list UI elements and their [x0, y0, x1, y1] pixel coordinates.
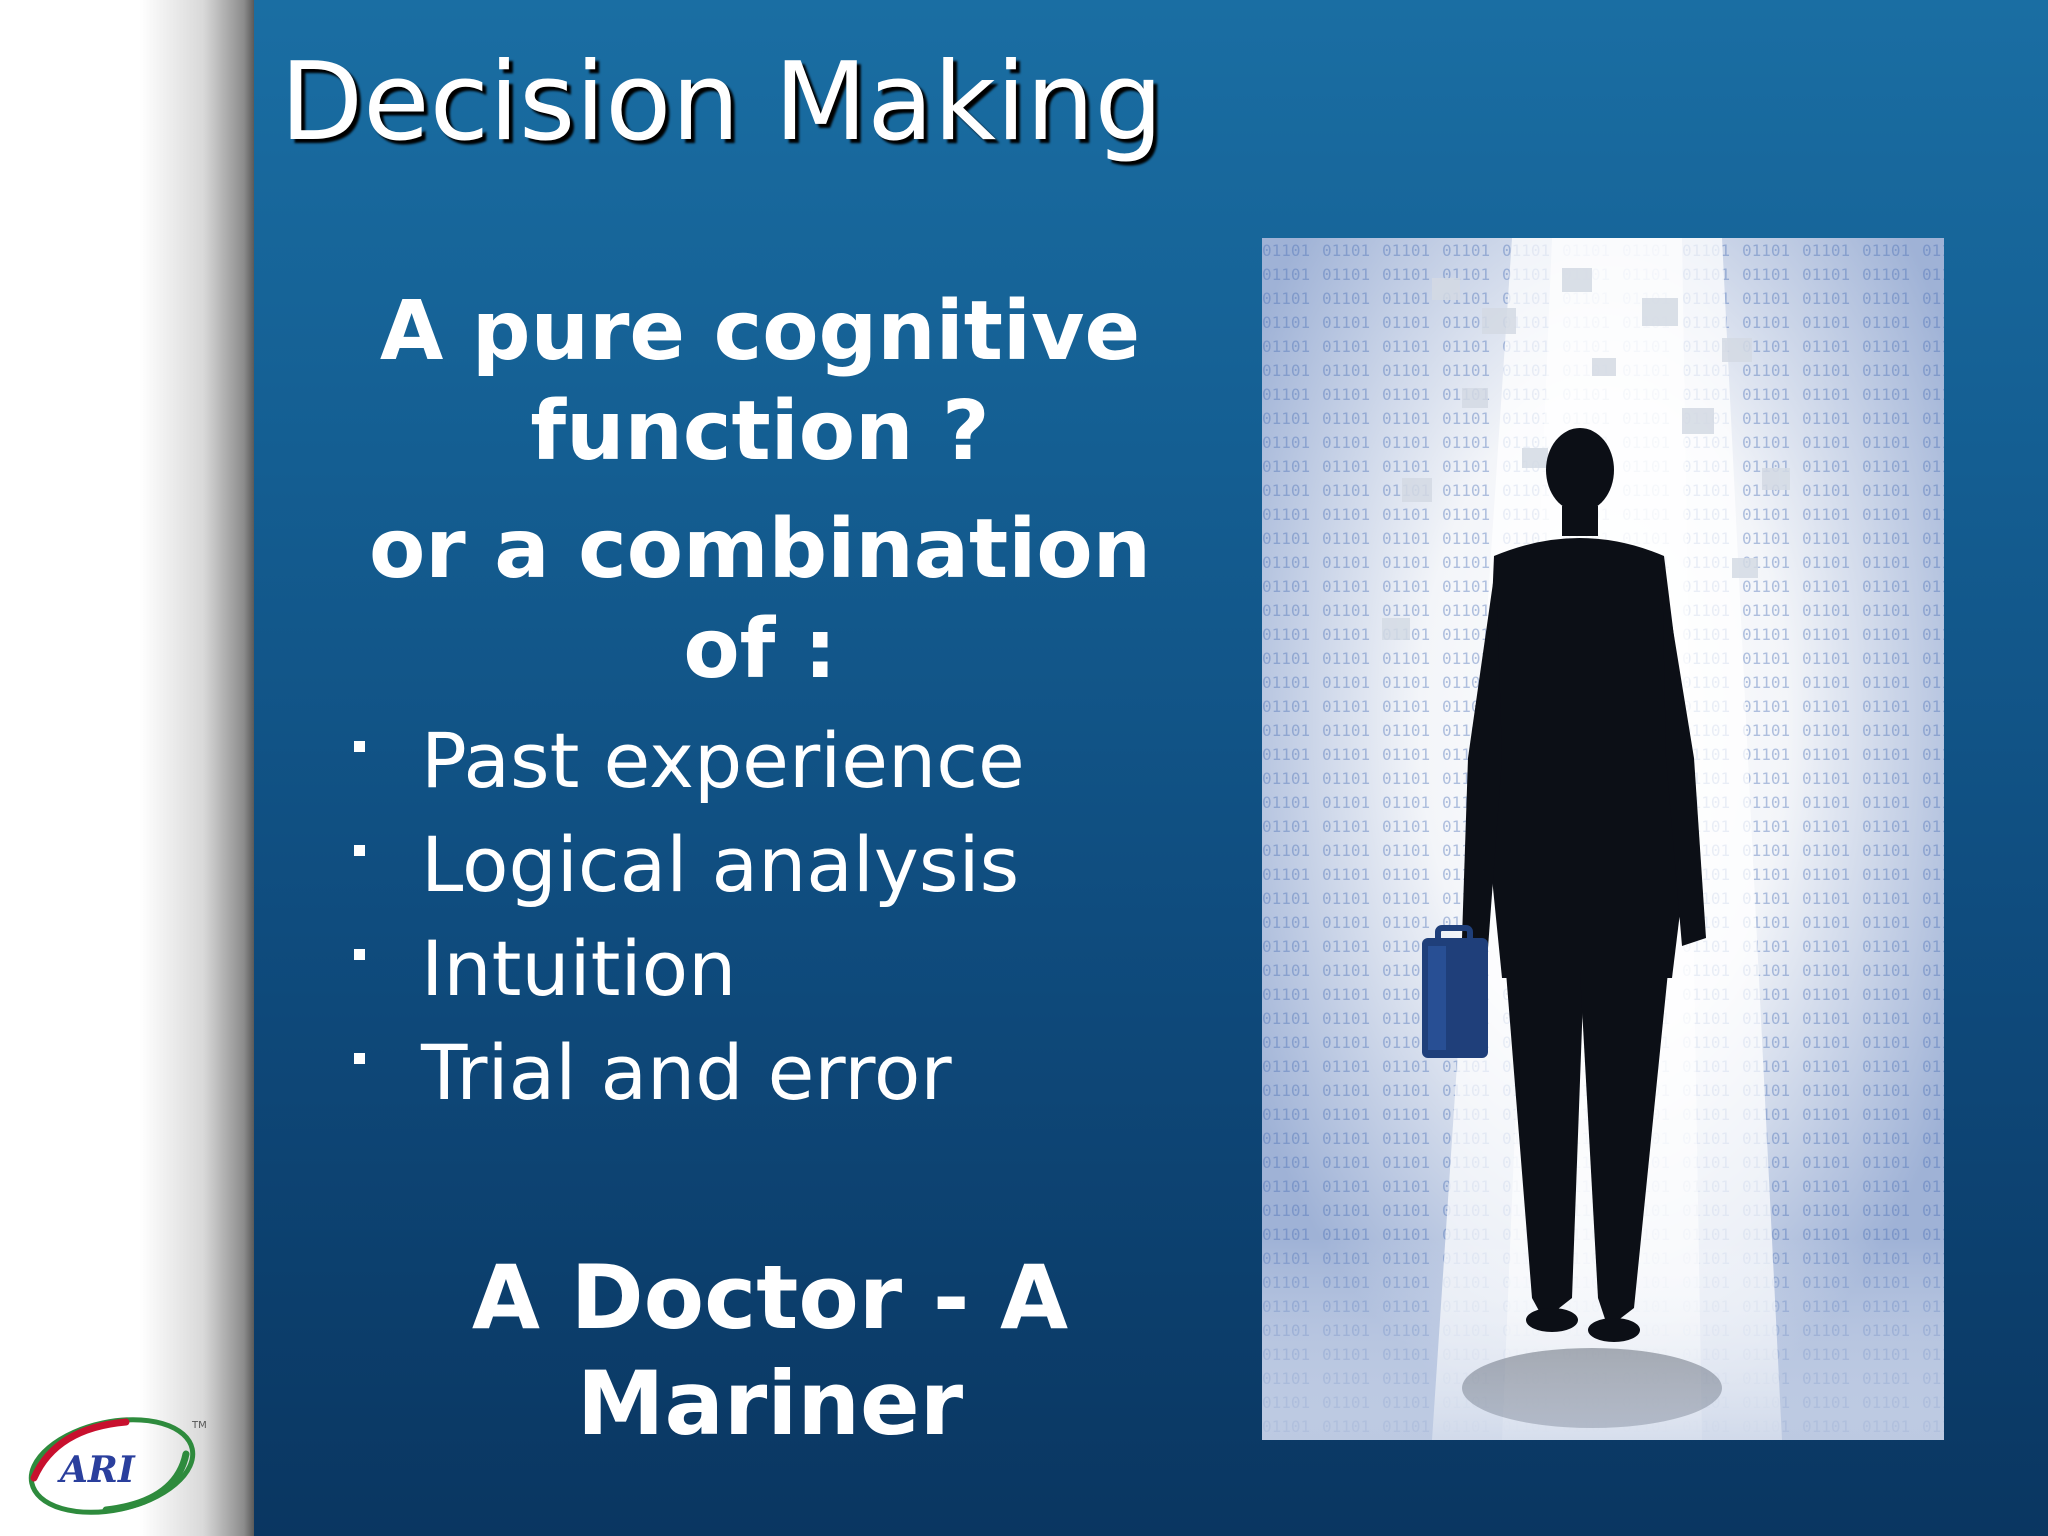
bullet-square-icon: [354, 1052, 365, 1064]
businessman-photo: 01101: [1262, 238, 1944, 1440]
list-item-label: Intuition: [421, 923, 737, 1013]
list-item: Intuition: [350, 916, 1025, 1020]
list-item: Logical analysis: [350, 812, 1025, 916]
svg-text:ARI: ARI: [57, 1449, 136, 1491]
ari-logo: ARI TM: [16, 1408, 216, 1518]
heading-cognitive-function: A pure cognitive function ?: [379, 284, 1141, 479]
bullet-list: Past experience Logical analysis Intuiti…: [350, 708, 1025, 1124]
list-item: Trial and error: [350, 1020, 1025, 1124]
slide-title: Decision Making: [280, 40, 1164, 165]
list-item-label: Logical analysis: [421, 819, 1020, 909]
bullet-square-icon: [354, 740, 365, 752]
bullet-square-icon: [354, 948, 365, 960]
list-item-label: Past experience: [421, 715, 1025, 805]
list-item-label: Trial and error: [421, 1027, 952, 1117]
heading-combination: or a combination of :: [368, 502, 1152, 697]
svg-text:TM: TM: [191, 1420, 207, 1431]
closing-text: A Doctor - A Mariner: [471, 1246, 1069, 1455]
bullet-square-icon: [354, 844, 365, 856]
list-item: Past experience: [350, 708, 1025, 812]
left-strip: [0, 0, 254, 1536]
